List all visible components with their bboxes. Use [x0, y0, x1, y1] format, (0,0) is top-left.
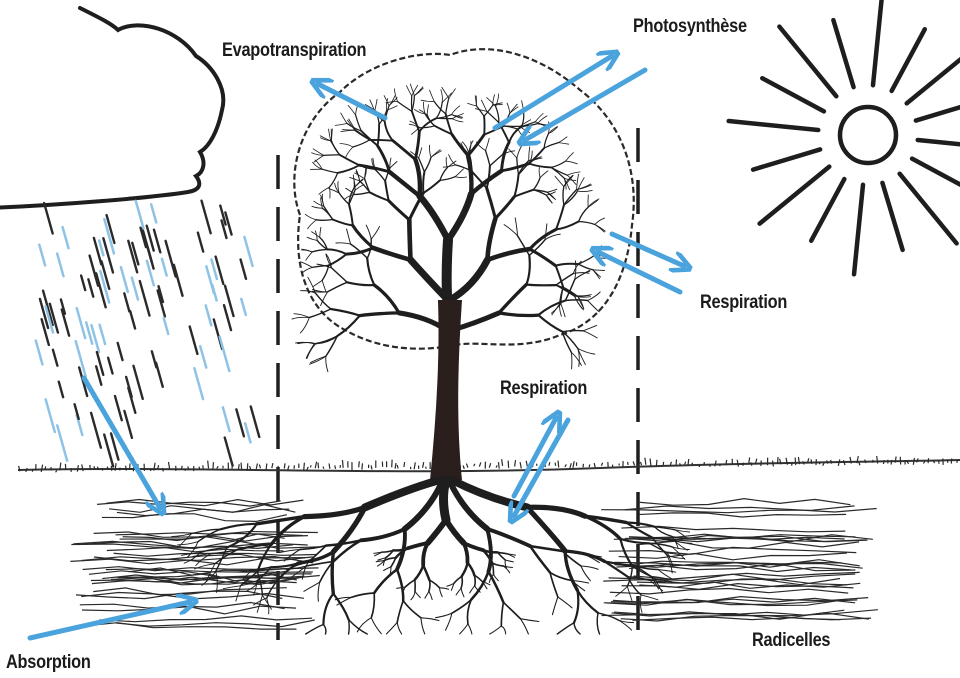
evapotranspiration-arrow [318, 84, 385, 118]
sun-icon [729, 0, 960, 274]
infiltration-arrow [84, 378, 160, 508]
tree-icon [292, 49, 634, 480]
process-arrows [30, 56, 684, 638]
photosynthese-label: Photosynthèse [633, 16, 747, 38]
rain-icon [36, 201, 259, 467]
photosynthese-arrow-out [495, 56, 612, 128]
ground-line [18, 456, 960, 472]
respiration-leaves-label: Respiration [700, 292, 787, 314]
respiration-leaves-arrow-out [612, 234, 684, 266]
evapotranspiration-label: Evapotranspiration [222, 40, 366, 62]
respiration-roots-label: Respiration [500, 378, 587, 400]
radicelles-label: Radicelles [752, 630, 830, 652]
respiration-roots-arrow-down [514, 420, 568, 516]
cloud-icon [0, 8, 223, 208]
absorption-label: Absorption [6, 652, 91, 674]
photosynthese-arrow-in [525, 70, 645, 140]
